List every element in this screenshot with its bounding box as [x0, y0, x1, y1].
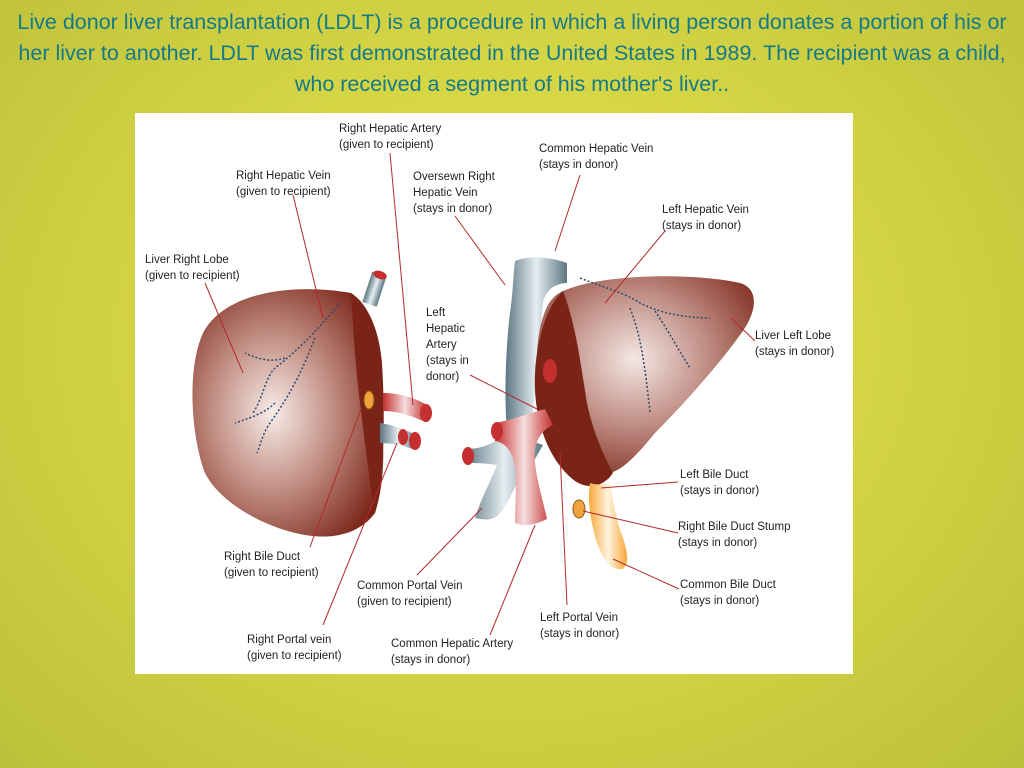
leader-left-portal-vein [559, 452, 568, 606]
label-left-bile-duct: Left Bile Duct (stays in donor) [680, 469, 759, 497]
label-line: (given to recipient) [236, 186, 331, 198]
left-lobe-group [462, 257, 754, 570]
label-line: (given to recipient) [339, 139, 434, 151]
label-line: (stays in [426, 355, 469, 367]
label-liver-left-lobe: Liver Left Lobe (stays in donor) [755, 330, 834, 358]
labels: Right Hepatic Artery (given to recipient)… [145, 123, 834, 666]
label-line: Right Portal vein [247, 634, 331, 646]
label-line: Right Bile Duct Stump [678, 521, 791, 533]
label-common-hepatic-artery: Common Hepatic Artery (stays in donor) [391, 638, 513, 666]
label-line: (given to recipient) [247, 650, 342, 662]
right-hepatic-vein-end [373, 270, 387, 280]
label-line: (stays in donor) [539, 159, 618, 171]
leader-lines [204, 152, 756, 636]
leader-liver-right-lobe [204, 282, 244, 374]
leader-common-portal-vein [416, 507, 483, 576]
leader-right-portal-vein [322, 442, 398, 626]
label-line: Liver Left Lobe [755, 330, 831, 342]
leader-right-hepatic-vein [292, 194, 324, 319]
label-line: Oversewn Right [413, 171, 496, 183]
label-line: Left [426, 307, 446, 319]
leader-oversewn-right-hepatic-vein [454, 215, 506, 286]
common-portal-vein-end [462, 447, 474, 465]
common-hepatic-artery-vessel [495, 409, 553, 526]
label-line: Common Portal Vein [357, 580, 462, 592]
caption: Live donor liver transplantation (LDLT) … [17, 10, 1007, 96]
right-hepatic-artery-vessel [383, 393, 427, 421]
label-line: (given to recipient) [145, 270, 240, 282]
right-hepatic-artery-end [420, 404, 432, 422]
label-right-hepatic-artery: Right Hepatic Artery (given to recipient) [339, 123, 442, 151]
leader-right-bile-duct [309, 408, 362, 548]
label-line: (stays in donor) [680, 485, 759, 497]
right-lobe-group [192, 270, 432, 537]
right-bile-duct-stub [363, 390, 375, 410]
leader-common-hepatic-artery [489, 524, 536, 636]
common-hepatic-artery-end [491, 422, 503, 440]
label-line: (given to recipient) [224, 567, 319, 579]
label-line: (stays in donor) [391, 654, 470, 666]
label-line: Left Portal Vein [540, 612, 618, 624]
common-hepatic-vein-vessel [505, 257, 567, 445]
label-line: Artery [426, 339, 457, 351]
label-line: Liver Right Lobe [145, 254, 229, 266]
label-line: Right Hepatic Vein [236, 170, 331, 182]
label-line: donor) [426, 371, 459, 383]
right-lobe [192, 289, 384, 537]
label-line: Hepatic Vein [413, 187, 478, 199]
label-line: (stays in donor) [540, 628, 619, 640]
label-line: Right Hepatic Artery [339, 123, 442, 135]
common-bile-duct-vessel [588, 483, 628, 570]
leader-left-hepatic-artery [469, 374, 538, 410]
label-line: (stays in donor) [680, 595, 759, 607]
leader-left-bile-duct [600, 481, 679, 489]
label-common-bile-duct: Common Bile Duct (stays in donor) [680, 579, 777, 607]
left-lobe-cut-surface [534, 291, 613, 487]
left-hepatic-vein-dotted [579, 277, 711, 414]
label-line: Hepatic [426, 323, 465, 335]
label-common-portal-vein: Common Portal Vein (given to recipient) [357, 580, 462, 608]
right-bile-duct-stump-end [572, 499, 586, 519]
label-line: Common Hepatic Vein [539, 143, 653, 155]
label-line: (given to recipient) [357, 596, 452, 608]
label-line: Common Bile Duct [680, 579, 777, 591]
label-right-bile-duct-stump: Right Bile Duct Stump (stays in donor) [678, 521, 791, 549]
label-line: (stays in donor) [662, 220, 741, 232]
label-right-portal-vein: Right Portal vein (given to recipient) [247, 634, 342, 662]
label-left-hepatic-vein: Left Hepatic Vein (stays in donor) [662, 204, 749, 232]
leader-common-hepatic-vein [554, 174, 581, 252]
left-lobe-red-spot [543, 359, 557, 383]
label-line: Left Hepatic Vein [662, 204, 749, 216]
label-line: (stays in donor) [413, 203, 492, 215]
label-common-hepatic-vein: Common Hepatic Vein (stays in donor) [539, 143, 653, 171]
label-line: (stays in donor) [678, 537, 757, 549]
right-hepatic-vein-dotted [234, 302, 341, 454]
label-left-portal-vein: Left Portal Vein (stays in donor) [540, 612, 619, 640]
right-hepatic-vein-stub [362, 271, 387, 307]
label-right-bile-duct: Right Bile Duct (given to recipient) [224, 551, 319, 579]
diagram-svg: Right Hepatic Artery (given to recipient)… [145, 123, 834, 666]
right-portal-vein-end-2 [398, 429, 408, 445]
label-line: Common Hepatic Artery [391, 638, 513, 650]
label-line: Right Bile Duct [224, 551, 301, 563]
leader-liver-left-lobe [730, 317, 756, 342]
leader-common-bile-duct [612, 558, 680, 590]
leader-right-hepatic-artery [389, 152, 414, 406]
label-right-hepatic-vein: Right Hepatic Vein (given to recipient) [236, 170, 331, 198]
label-liver-right-lobe: Liver Right Lobe (given to recipient) [145, 254, 240, 282]
leader-left-hepatic-vein [604, 230, 666, 304]
liver-transplant-diagram: Right Hepatic Artery (given to recipient)… [135, 113, 853, 674]
leader-right-bile-duct-stump [582, 510, 679, 534]
right-portal-vein-end [409, 432, 421, 450]
label-line: (stays in donor) [755, 346, 834, 358]
label-line: Left Bile Duct [680, 469, 749, 481]
